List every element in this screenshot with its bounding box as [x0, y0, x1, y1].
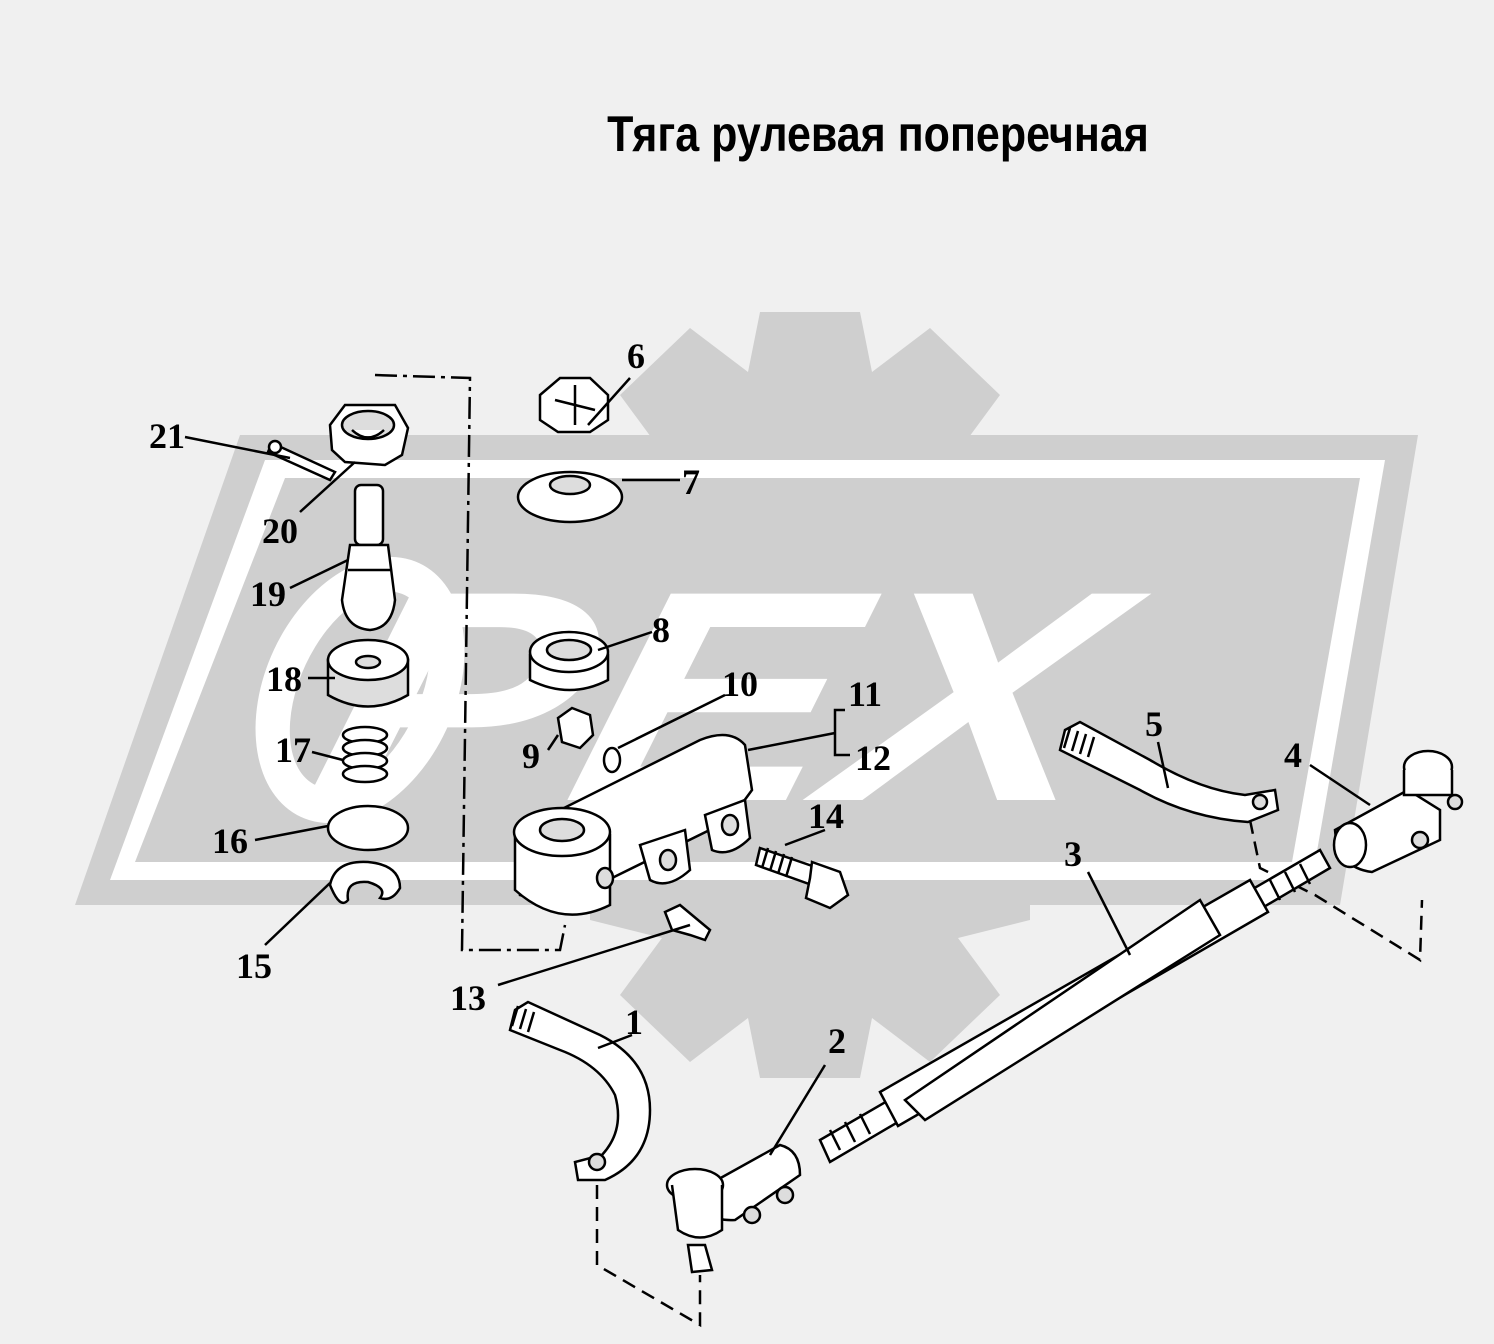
- part-18-bushing: [326, 638, 410, 708]
- leader-14: [784, 828, 826, 847]
- label-6: 6: [627, 336, 645, 376]
- leader-6: [587, 377, 631, 426]
- label-16: 16: [212, 821, 248, 861]
- label-7: 7: [682, 462, 700, 502]
- watermark-banner-body: [135, 478, 1360, 862]
- leader-17: [311, 750, 344, 762]
- leader-lines: [184, 377, 1371, 1156]
- part-6-castle-nut: [538, 376, 610, 434]
- label-19: 19: [250, 574, 286, 614]
- leader-19: [289, 558, 349, 590]
- label-1: 1: [625, 1002, 643, 1042]
- leader-2: [768, 1064, 827, 1156]
- leader-1: [597, 1033, 633, 1050]
- part-15-retaining-ring: [328, 860, 402, 905]
- label-21: 21: [149, 416, 185, 456]
- label-5: 5: [1145, 704, 1163, 744]
- part-9-nut: [556, 706, 595, 750]
- part-7-washer: [516, 470, 624, 524]
- part-16-disc: [326, 804, 410, 852]
- label-9: 9: [522, 736, 540, 776]
- label-13: 13: [450, 978, 486, 1018]
- assembly-line-ball-joint: [374, 373, 567, 952]
- label-14: 14: [808, 796, 844, 836]
- watermark-logo: PEX: [75, 312, 1418, 1078]
- label-17: 17: [275, 730, 311, 770]
- assembly-line-arm-1: [595, 1185, 702, 1328]
- part-19-ball-stud: [340, 483, 397, 632]
- label-10: 10: [722, 664, 758, 704]
- assembly-line-arm-5: [1248, 819, 1424, 963]
- part-10-lock-washer: [602, 746, 622, 774]
- label-11: 11: [848, 674, 882, 714]
- leader-8: [597, 630, 653, 652]
- part-8-bearing: [528, 630, 610, 692]
- leader-11-12: [747, 708, 850, 757]
- part-1-steering-arm: [508, 1000, 652, 1182]
- diagram-title: Тяга рулевая поперечная: [607, 106, 1149, 162]
- part-4-tie-rod-end: [1332, 749, 1464, 874]
- label-8: 8: [652, 610, 670, 650]
- part-17-spring: [341, 725, 389, 784]
- leader-5: [1156, 741, 1170, 789]
- part-21-cotter-pin: [266, 439, 337, 482]
- part-labels: 21 20 19 18 17 16 15 6 7 8 9 10 11 12 14…: [149, 336, 1302, 1061]
- leader-20: [299, 461, 356, 513]
- label-3: 3: [1064, 834, 1082, 874]
- leader-15: [264, 882, 331, 946]
- part-11-12-housing: [512, 733, 754, 916]
- leader-21: [184, 435, 291, 460]
- part-2-tie-rod-end: [665, 1143, 802, 1274]
- label-15: 15: [236, 946, 272, 986]
- leader-3: [1086, 871, 1132, 956]
- label-12: 12: [855, 738, 891, 778]
- label-4: 4: [1284, 735, 1302, 775]
- part-14-bolt: [754, 846, 850, 910]
- part-3-tie-rod: [818, 848, 1332, 1164]
- leader-10: [617, 693, 726, 750]
- leader-4: [1309, 763, 1371, 807]
- label-2: 2: [828, 1021, 846, 1061]
- label-20: 20: [262, 511, 298, 551]
- leader-13: [497, 923, 691, 987]
- part-5-steering-arm: [1058, 720, 1280, 824]
- label-18: 18: [266, 659, 302, 699]
- leader-9: [546, 734, 560, 751]
- part-20-nut: [328, 403, 410, 467]
- leader-16: [254, 824, 329, 842]
